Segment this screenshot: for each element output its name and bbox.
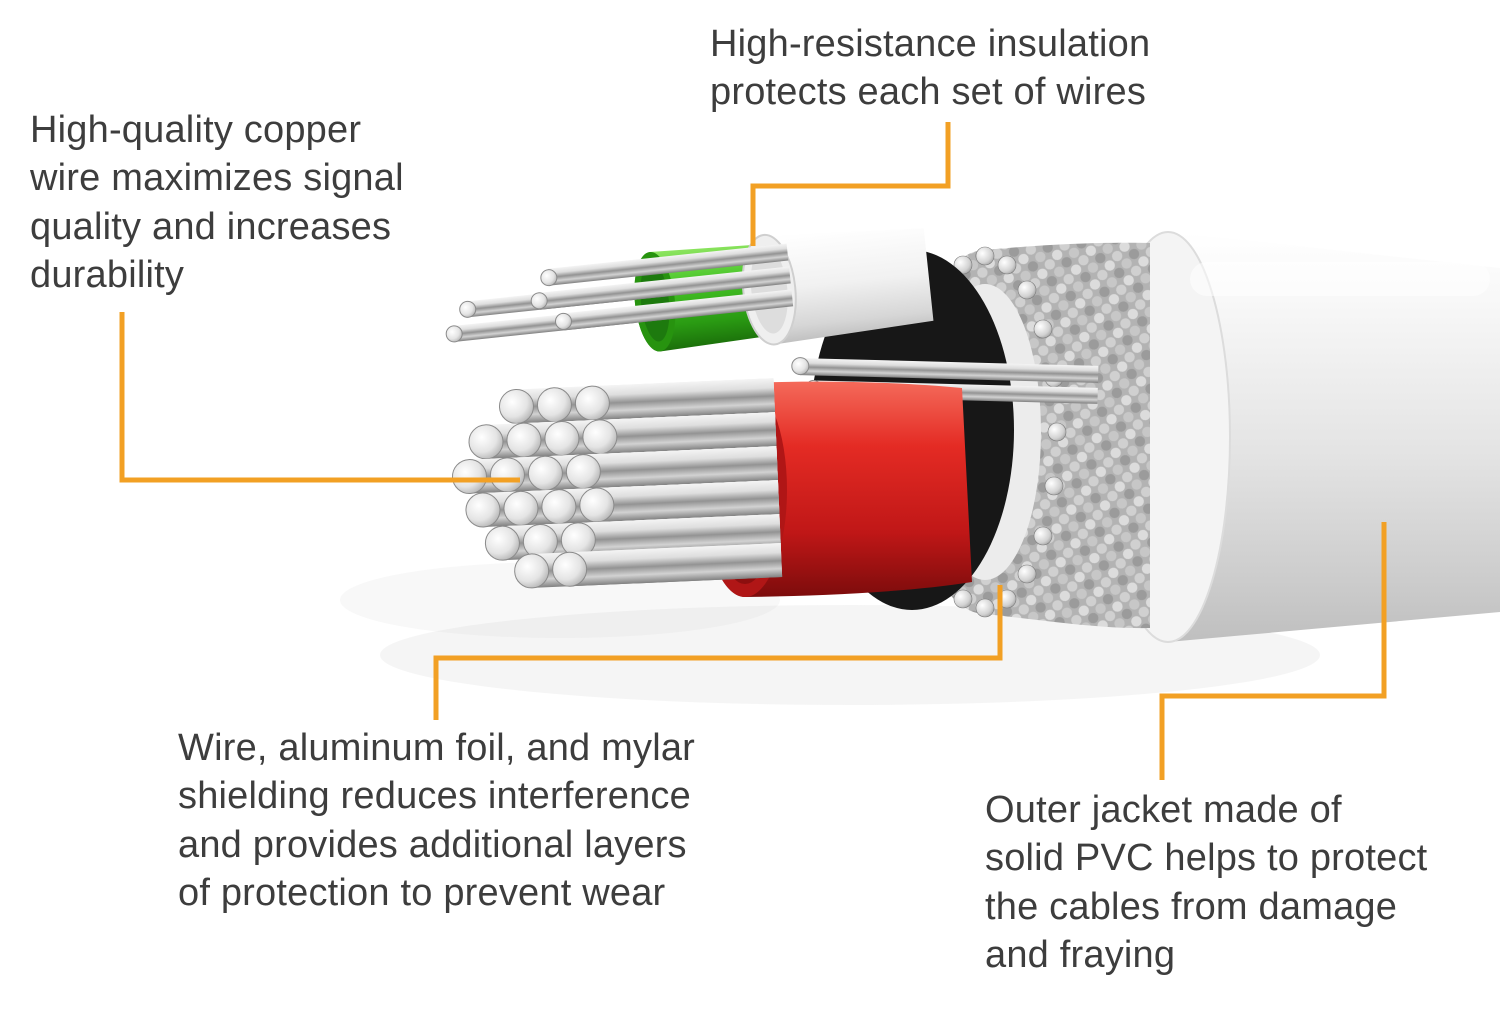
callout-shielding <box>433 585 1003 720</box>
outer-pvc-jacket <box>1105 231 1500 643</box>
callout-copper-wire <box>119 312 520 483</box>
label-outer-jacket: Outer jacket made of solid PVC helps to … <box>985 789 1428 976</box>
white-insulation-sleeve <box>530 228 934 346</box>
label-insulation: High-resistance insulation protects each… <box>710 23 1151 114</box>
callout-outer-jacket <box>1159 522 1387 780</box>
label-shielding: Wire, aluminum foil, and mylar shielding… <box>178 727 696 914</box>
cable-shadow <box>380 605 1320 705</box>
copper-wire-bundle <box>451 378 783 589</box>
label-copper-wire: High-quality copper wire maximizes signa… <box>30 109 404 296</box>
callout-insulation <box>750 122 951 246</box>
